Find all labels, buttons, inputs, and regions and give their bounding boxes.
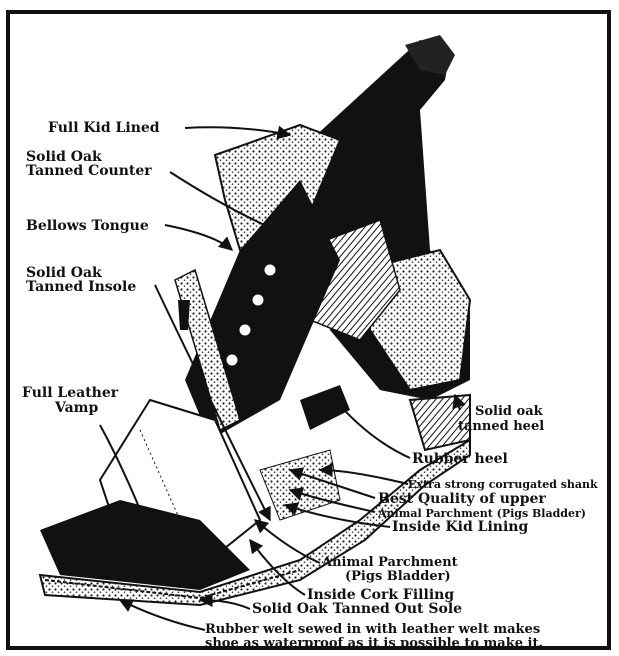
label-solid-oak-heel-line2: tanned heel [458, 420, 544, 434]
label-out-sole: Solid Oak Tanned Out Sole [252, 602, 462, 616]
caption-line1: Rubber welt sewed in with leather welt m… [205, 623, 540, 637]
label-full-kid-lined: Full Kid Lined [48, 121, 160, 135]
label-solid-oak-counter-line2: Tanned Counter [26, 164, 152, 178]
label-solid-oak-insole-line1: Solid Oak [26, 266, 102, 280]
label-animal-parchment-line1: Animal Parchment [322, 556, 458, 570]
label-full-leather-vamp-line1: Full Leather [22, 386, 118, 400]
label-solid-oak-heel-line1: Solid oak [475, 405, 543, 419]
label-full-leather-vamp-line2: Vamp [55, 401, 98, 415]
label-animal-parchment-line2: (Pigs Bladder) [345, 570, 451, 584]
label-corrugated-shank: Extra strong corrugated shank [408, 478, 598, 492]
label-inside-kid-lining: Inside Kid Lining [392, 520, 528, 534]
label-inside-cork-filling: Inside Cork Filling [307, 588, 454, 602]
label-best-quality-upper: Best Quality of upper [378, 492, 546, 506]
label-bellows-tongue: Bellows Tongue [26, 219, 149, 233]
label-solid-oak-insole-line2: Tanned Insole [26, 280, 136, 294]
caption-line2: shoe as waterproof as it is possible to … [205, 637, 543, 651]
lace-hook [178, 300, 190, 330]
leader-tongue [165, 225, 232, 250]
label-solid-oak-counter-line1: Solid Oak [26, 150, 102, 164]
label-rubber-heel: Rubber heel [412, 452, 508, 466]
